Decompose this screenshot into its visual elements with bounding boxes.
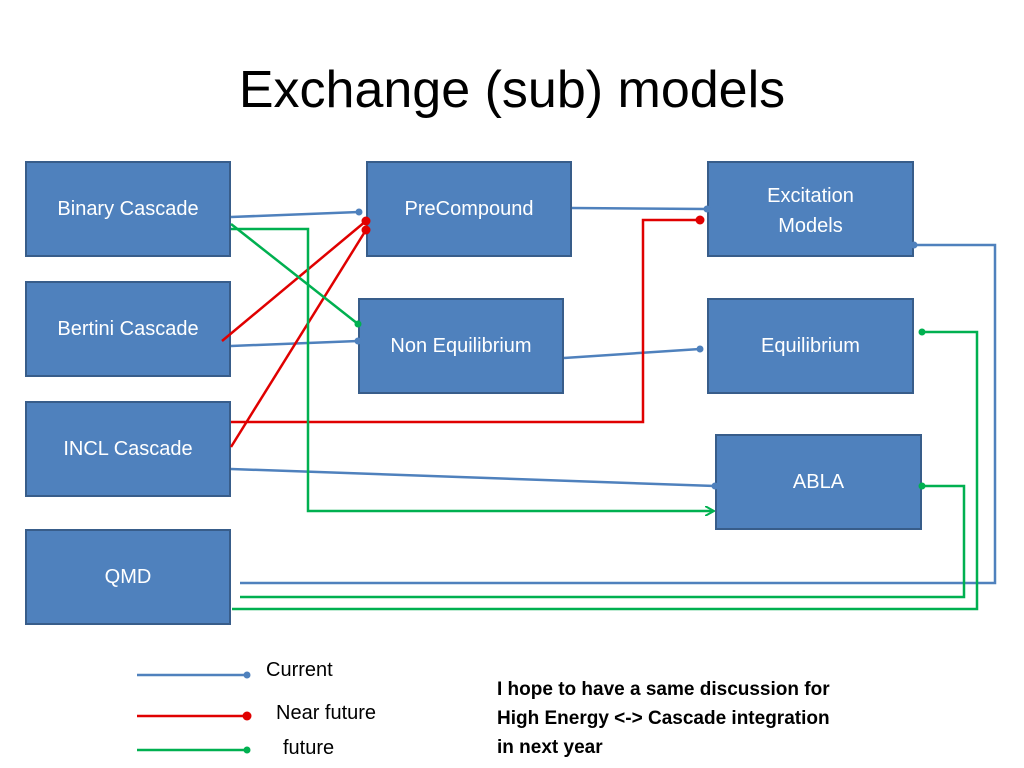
binary-to-precompound-current-line: [230, 210, 360, 219]
non-equilibrium-label: Non Equilibrium: [390, 335, 532, 357]
legend-future-swatch: [137, 746, 251, 754]
bertini-to-nonequilibrium-current-line: [230, 339, 359, 348]
legend-current-label: Current: [266, 659, 333, 681]
incl-cascade-box: INCL Cascade: [25, 401, 231, 497]
legend-near-future-swatch: [137, 711, 252, 721]
abla-box: ABLA: [715, 434, 922, 530]
slide-title: Exchange (sub) models: [238, 61, 786, 119]
abla-label: ABLA: [792, 471, 845, 493]
equilibrium-current-endpoint: [696, 345, 704, 353]
equilibrium-label: Equilibrium: [761, 335, 860, 357]
incl-to-precompound-near-future-line: [229, 229, 368, 448]
equilibrium-future-start: [918, 328, 926, 336]
precompound-current-endpoint: [355, 208, 363, 216]
legend-current-swatch: [137, 671, 251, 679]
qmd-box: QMD: [25, 529, 231, 625]
precompound-box: PreCompound: [366, 161, 572, 257]
legend-near-future-label: Near future: [276, 702, 377, 724]
precompound-label: PreCompound: [404, 198, 534, 220]
excitation-models-label: Excitation Models: [767, 185, 854, 237]
binary-cascade-label: Binary Cascade: [57, 198, 199, 220]
equilibrium-box: Equilibrium: [707, 298, 914, 394]
bertini-cascade-label: Bertini Cascade: [57, 318, 199, 340]
excitation-near-future-endpoint: [695, 215, 705, 225]
precompound-to-excitation-current-line: [571, 206, 708, 211]
excitation-models-box: Excitation Models: [707, 161, 914, 257]
discussion-note: I hope to have a same discussion for Hig…: [497, 679, 830, 758]
bertini-to-precompound-near-future-line: [221, 220, 367, 342]
qmd-label: QMD: [104, 566, 152, 588]
legend-future-label: future: [283, 737, 335, 759]
incl-cascade-label: INCL Cascade: [63, 438, 193, 460]
non-equilibrium-box: Non Equilibrium: [358, 298, 564, 394]
bertini-cascade-box: Bertini Cascade: [25, 281, 231, 377]
nonequilibrium-to-equilibrium-current-line: [563, 347, 701, 360]
binary-to-nonequilibrium-future-line: [230, 223, 359, 325]
binary-cascade-box: Binary Cascade: [25, 161, 231, 257]
excitation-to-qmd-current-line: [240, 243, 997, 585]
incl-to-abla-current-line: [230, 467, 716, 488]
